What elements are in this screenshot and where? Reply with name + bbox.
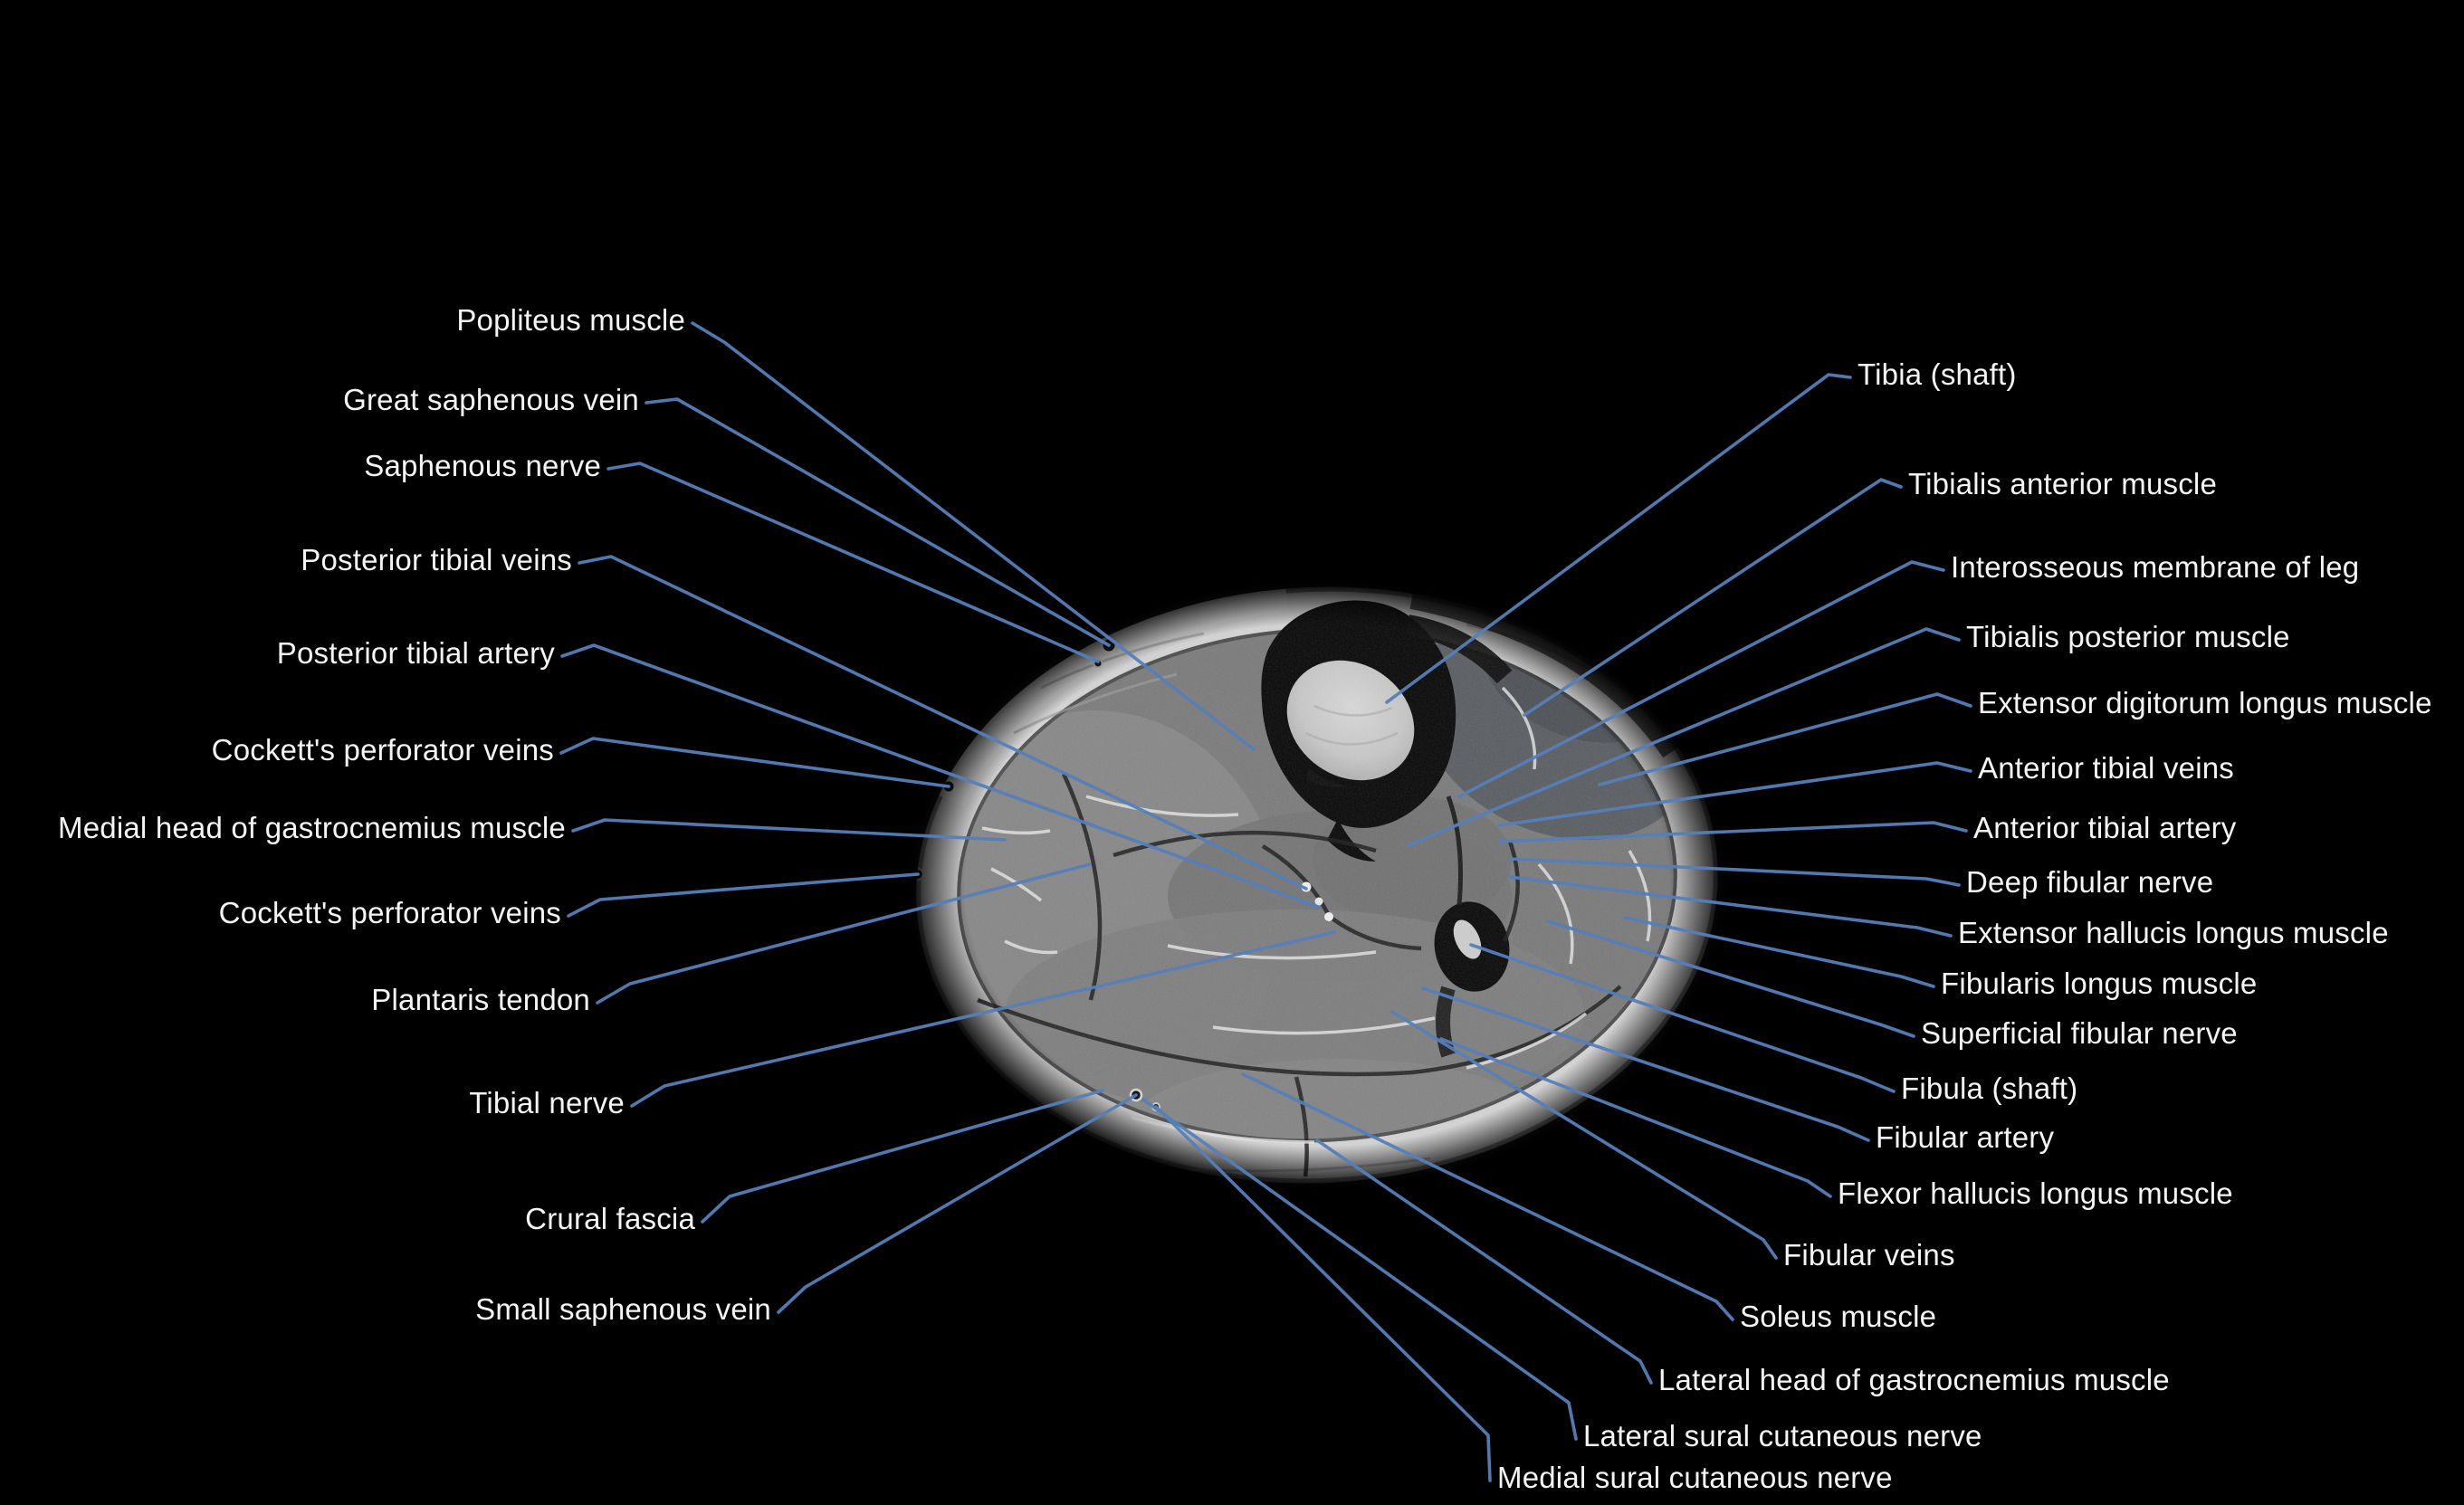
leader-line [691, 321, 1256, 751]
leader-line [560, 643, 1320, 909]
leader-line [1498, 821, 1968, 843]
leader-line [1497, 761, 1972, 827]
leader-line [1508, 857, 1961, 887]
leader-line [777, 1093, 1138, 1314]
leader-line [596, 862, 1092, 1005]
anatomy-label[interactable]: Medial head of gastrocnemius muscle [58, 811, 566, 844]
anatomy-label[interactable]: Small saphenous vein [475, 1292, 771, 1326]
leader-line [1439, 1037, 1832, 1198]
leader-line [1469, 943, 1896, 1093]
leader-line [1241, 1072, 1734, 1321]
anatomy-label[interactable]: Cockett's perforator veins [211, 733, 554, 767]
anatomy-label[interactable]: Medial sural cutaneous nerve [1497, 1461, 1893, 1494]
leader-line [1546, 919, 1915, 1038]
anatomy-label[interactable]: Flexor hallucis longus muscle [1838, 1176, 2233, 1210]
leader-line [701, 1089, 1104, 1224]
anatomy-label[interactable]: Posterior tibial veins [301, 543, 572, 576]
leader-line [1407, 627, 1961, 847]
leader-line [1623, 916, 1935, 988]
anatomy-label[interactable]: Popliteus muscle [456, 303, 685, 337]
leader-line [571, 818, 1007, 842]
anatomy-label[interactable]: Crural fascia [525, 1202, 695, 1235]
anatomy-label[interactable]: Lateral head of gastrocnemius muscle [1658, 1363, 2170, 1396]
anatomy-label[interactable]: Tibial nerve [469, 1086, 625, 1119]
anatomy-label[interactable]: Fibular artery [1876, 1120, 2055, 1154]
anatomy-label[interactable]: Lateral sural cutaneous nerve [1583, 1419, 1982, 1453]
leader-line [567, 872, 920, 918]
leader-line [1385, 373, 1852, 704]
anatomy-label[interactable]: Anterior tibial veins [1978, 751, 2234, 785]
leader-line [645, 397, 1111, 647]
anatomy-label[interactable]: Superficial fibular nerve [1921, 1016, 2238, 1050]
anatomy-label[interactable]: Fibular veins [1783, 1238, 1955, 1272]
anatomy-label[interactable]: Posterior tibial artery [276, 636, 555, 670]
leader-line [606, 462, 1100, 663]
anatomy-label[interactable]: Deep fibular nerve [1966, 865, 2214, 899]
leader-line [1598, 692, 1972, 786]
leader-line [1154, 1105, 1492, 1482]
leader-line [630, 930, 1336, 1108]
leader-line [1421, 986, 1870, 1142]
anatomy-label[interactable]: Tibia (shaft) [1858, 357, 2017, 391]
anatomy-label[interactable]: Tibialis posterior muscle [1966, 620, 2290, 653]
anatomy-label[interactable]: Fibularis longus muscle [1941, 967, 2258, 1000]
anatomy-label[interactable]: Tibialis anterior muscle [1908, 467, 2218, 500]
anatomy-label[interactable]: Saphenous nerve [364, 449, 601, 482]
leader-line [1315, 1138, 1653, 1385]
anatomy-label[interactable]: Extensor digitorum longus muscle [1978, 686, 2432, 719]
anatomy-label[interactable]: Anterior tibial artery [1973, 811, 2237, 844]
leader-line [1457, 560, 1945, 798]
mri-cross-section [869, 534, 1774, 1240]
leader-line [578, 555, 1308, 891]
anatomy-label[interactable]: Extensor hallucis longus muscle [1958, 916, 2389, 949]
leader-line [1141, 1098, 1578, 1441]
anatomy-label[interactable]: Interosseous membrane of leg [1951, 550, 2360, 584]
leader-line [559, 737, 950, 788]
anatomy-label[interactable]: Fibula (shaft) [1901, 1072, 2078, 1105]
anatomy-label[interactable]: Cockett's perforator veins [218, 896, 561, 929]
leader-line [1390, 1010, 1778, 1260]
leader-line [1523, 478, 1903, 717]
anatomy-label[interactable]: Soleus muscle [1740, 1300, 1937, 1333]
leader-lines [559, 321, 1972, 1482]
anatomy-label[interactable]: Plantaris tendon [371, 983, 590, 1016]
anatomy-label[interactable]: Great saphenous vein [343, 383, 639, 416]
leader-line [1508, 875, 1953, 938]
